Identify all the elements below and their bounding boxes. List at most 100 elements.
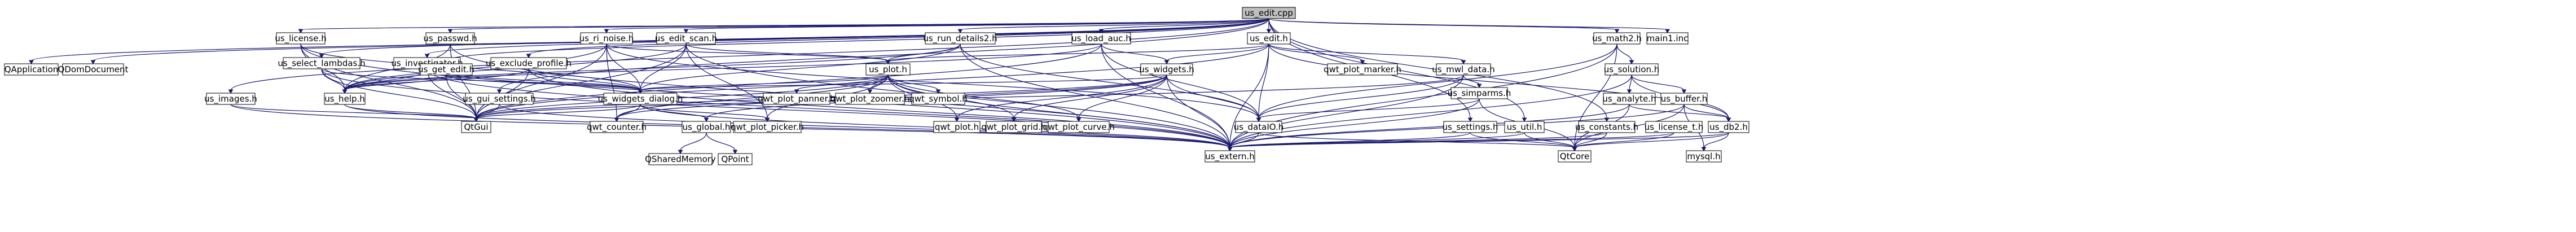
node-box — [1436, 63, 1491, 76]
edge-us_edit_cpp-to-us_license_h — [300, 18, 1269, 30]
edge-us_db2_h-to-us_extern_h — [1229, 132, 1729, 148]
edge-us_math2_h-to-QtCore — [1574, 43, 1617, 148]
node-us-edit-cpp[interactable]: us_edit.cpp — [1242, 7, 1296, 19]
node-box — [4, 63, 59, 76]
edge-us_edit_cpp-to-us_gui_settings_h — [499, 18, 1269, 91]
node-box — [1708, 121, 1749, 133]
node-QtGui[interactable]: QtGui — [461, 121, 491, 133]
node-qwt-symbol-h[interactable]: qwt_symbol.h — [909, 93, 968, 105]
node-qwt-plot-panner-h[interactable]: qwt_plot_panner.h — [758, 93, 836, 105]
node-us-solution-h[interactable]: us_solution.h — [1604, 63, 1660, 76]
node-us-edit-scan-h[interactable]: us_edit_scan.h — [655, 32, 717, 45]
node-us-math2-h[interactable]: us_math2.h — [1592, 32, 1642, 45]
node-us-buffer-h[interactable]: us_buffer.h — [1660, 93, 1708, 105]
node-us-db2-h[interactable]: us_db2.h — [1708, 121, 1749, 133]
node-us-license-h[interactable]: us_license.h — [275, 32, 327, 45]
node-us-select-lambdas-h[interactable]: us_select_lambdas.h — [278, 57, 366, 69]
node-box — [1048, 121, 1110, 133]
node-us-analyte-h[interactable]: us_analyte.h — [1602, 93, 1656, 105]
node-QtCore[interactable]: QtCore — [1558, 150, 1592, 163]
arrowhead-icon — [1629, 60, 1634, 64]
node-us-constants-h[interactable]: us_constants.h — [1575, 121, 1638, 133]
node-box — [1578, 121, 1636, 133]
edge-us_widgets_dialog_h-to-qwt_counter_h — [616, 104, 641, 119]
node-box — [324, 93, 366, 105]
node-label: us_analyte.h — [1602, 94, 1656, 104]
edge-us_widgets_h-to-qwt_plot_curve_h — [1078, 75, 1167, 119]
node-us-widgets-dialog-h[interactable]: us_widgets_dialog.h — [598, 93, 683, 105]
edge-us_global_h-to-QPoint — [706, 132, 736, 151]
arrowhead-icon — [1665, 29, 1670, 33]
edge-us_run_details2_h-to-us_help_h — [344, 43, 961, 91]
node-us-get-edit-h[interactable]: us_get_edit.h — [418, 63, 474, 76]
node-qwt-plot-marker-h[interactable]: qwt_plot_marker.h — [1324, 63, 1401, 76]
node-qwt-plot-h[interactable]: qwt_plot.h — [933, 121, 981, 133]
node-qwt-plot-zoomer-h[interactable]: qwt_plot_zoomer.h — [830, 93, 910, 105]
arrowhead-icon — [1627, 89, 1632, 94]
node-us-ri-noise-h[interactable]: us_ri_noise.h — [579, 32, 634, 45]
node-QPoint[interactable]: QPoint — [718, 153, 753, 165]
node-box — [580, 32, 633, 45]
edge-us_widgets_h-to-us_widgets_dialog_h — [640, 75, 1167, 91]
node-QApplication[interactable]: QApplication — [4, 63, 59, 76]
arrowhead-icon — [885, 60, 891, 64]
node-us-edit-h[interactable]: us_edit.h — [1247, 32, 1291, 45]
node-box — [718, 153, 753, 165]
edge-us_load_auc_h-to-us_extern_h — [1101, 43, 1230, 148]
node-qwt-plot-grid-h[interactable]: qwt_plot_grid.h — [981, 121, 1047, 133]
node-mysql-h[interactable]: mysql.h — [1686, 150, 1722, 163]
node-box — [1443, 121, 1497, 133]
arrowhead-icon — [1461, 60, 1466, 64]
arrowhead-icon — [1522, 117, 1527, 122]
node-us-help-h[interactable]: us_help.h — [324, 93, 366, 105]
node-us-dataIO-h[interactable]: us_dataIO.h — [1234, 121, 1284, 133]
node-us-exclude-profile-h[interactable]: us_exclude_profile.h — [486, 57, 572, 69]
edge-us_plot_h-to-qwt_counter_h — [616, 75, 889, 119]
node-box — [461, 121, 491, 133]
node-us-run-details2-h[interactable]: us_run_details2.h — [923, 32, 997, 45]
node-us-widgets-h[interactable]: us_widgets.h — [1139, 63, 1194, 76]
node-us-global-h[interactable]: us_global.h — [682, 121, 731, 133]
node-label: QDomDocument — [58, 64, 129, 75]
node-box — [283, 57, 361, 69]
edge-us_widgets_dialog_h-to-qwt_plot_picker_h — [640, 104, 768, 119]
node-label: us_edit.cpp — [1245, 8, 1293, 19]
edge-us_plot_h-to-us_widgets_dialog_h — [640, 75, 889, 91]
node-main1-inc[interactable]: main1.inc — [1646, 32, 1689, 45]
edge-us_ri_noise_h-to-us_dataIO_h — [606, 43, 1259, 119]
node-us-plot-h[interactable]: us_plot.h — [865, 63, 911, 76]
node-us-mwl-data-h[interactable]: us_mwl_data.h — [1432, 63, 1495, 76]
node-qwt-plot-curve-h[interactable]: qwt_plot_curve.h — [1043, 121, 1115, 133]
node-label: qwt_plot_curve.h — [1043, 122, 1115, 133]
edge-us_edit_cpp-to-us_load_auc_h — [1101, 18, 1269, 30]
edge-us_investigator_h-to-QtGui — [427, 68, 477, 119]
node-us-load-auc-h[interactable]: us_load_auc.h — [1071, 32, 1131, 45]
arrowhead-icon — [1681, 89, 1687, 94]
arrowhead-icon — [1476, 84, 1482, 88]
node-box — [648, 153, 713, 165]
node-us-util-h[interactable]: us_util.h — [1504, 121, 1545, 133]
node-QSharedMemory[interactable]: QSharedMemory — [645, 153, 716, 165]
node-QDomDocument[interactable]: QDomDocument — [58, 63, 129, 76]
edge-us_math2_h-to-us_solution_h — [1616, 43, 1632, 62]
node-label: us_run_details2.h — [923, 33, 997, 44]
edge-us_passwd_h-to-QtGui — [450, 43, 477, 119]
node-us-passwd-h[interactable]: us_passwd.h — [423, 32, 477, 45]
node-us-simparms-h[interactable]: us_simparms.h — [1448, 87, 1511, 99]
node-label: us_buffer.h — [1661, 94, 1707, 104]
edge-us_widgets_h-to-qwt_plot_grid_h — [1013, 75, 1167, 119]
node-qwt-plot-picker-h[interactable]: qwt_plot_picker.h — [731, 121, 804, 133]
node-us-settings-h[interactable]: us_settings.h — [1443, 121, 1498, 133]
node-us-license-t-h[interactable]: us_license_t.h — [1645, 121, 1704, 133]
node-us-images-h[interactable]: us_images.h — [204, 93, 257, 105]
arrowhead-icon — [678, 150, 683, 154]
edge-us_edit_cpp-to-us_edit_scan_h — [685, 18, 1269, 30]
edge-us_util_h-to-QtCore — [1524, 132, 1575, 148]
arrowhead-icon — [1011, 117, 1017, 122]
arrowhead-icon — [496, 89, 502, 94]
node-qwt-counter-h[interactable]: qwt_counter.h — [587, 121, 647, 133]
node-us-gui-settings-h[interactable]: us_gui_settings.h — [463, 93, 536, 105]
node-label: qwt_plot_panner.h — [758, 94, 835, 104]
node-us-extern-h[interactable]: us_extern.h — [1205, 150, 1255, 163]
